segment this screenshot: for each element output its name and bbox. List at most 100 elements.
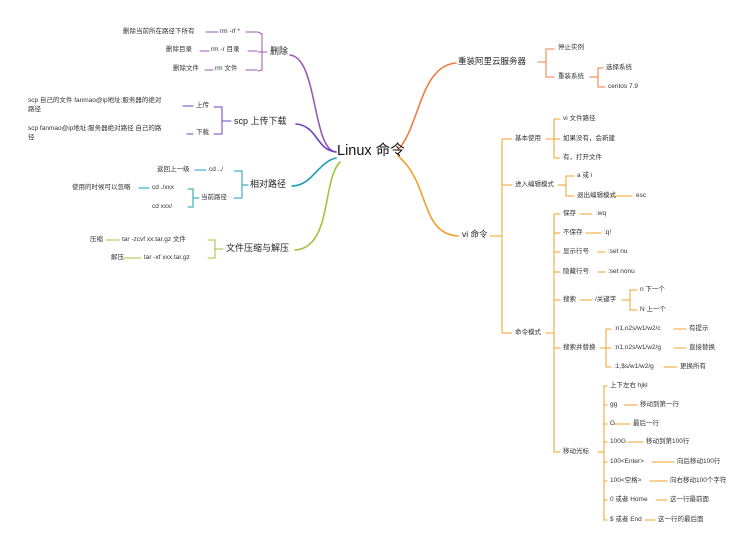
vi-cursor-key-3: G	[610, 420, 616, 427]
scp-bracket	[213, 106, 232, 135]
vi-replace: 搜索并替换	[563, 344, 596, 351]
vi-edit: 进入编辑模式	[515, 181, 554, 188]
root-node[interactable]: Linux 命令	[337, 143, 405, 159]
vi-cursor-note-4: 移动到第100行	[646, 438, 690, 445]
scp-download-label: 下载	[196, 129, 209, 136]
extract-cmd: tar -xf xxx.tar.gz	[144, 254, 190, 261]
curve-delete	[289, 54, 337, 153]
vi-replace-cmd-3: :1,$s/w1/w2/g	[614, 363, 654, 370]
scp-download-cmd-line1: scp fanmao@ip地址:服务器绝对路径 自己的路	[28, 125, 162, 132]
compress-desc: 压缩	[90, 236, 103, 243]
vi-cursor-note-7: 这一行最前面	[670, 496, 709, 503]
vi-edit-enter: a 或 i	[577, 172, 593, 179]
vi-replace-note-2: 直接替换	[689, 344, 715, 351]
reinstall-stop: 停止实例	[558, 44, 584, 51]
curve-vi	[397, 155, 459, 237]
delete-cmd-2: rm -r 目录	[211, 46, 240, 53]
vi-cursor-key-1: 上下左右 hjkl	[610, 382, 648, 389]
scp-upload-cmd-line1: scp 自己的文件 fanmao@ip地址:服务器的绝对	[28, 97, 162, 104]
delete-desc-3: 删除文件	[173, 65, 199, 72]
vi-cursor-key-5: 100<Enter>	[610, 458, 644, 465]
vi-cursor-note-8: 这一行的最后面	[658, 516, 704, 523]
vi-replace-note-3: 更换所有	[680, 363, 706, 370]
branch-relpath[interactable]: 相对路径	[250, 179, 287, 189]
branch-scp[interactable]: scp 上传下载	[234, 116, 287, 126]
relpath-up-desc: 返回上一级	[157, 166, 190, 173]
relpath-cur-cmd1: cd ./xxx	[152, 184, 175, 191]
vi-search: 搜索	[563, 296, 576, 303]
relpath-cur-cmd2: cd xxx/	[152, 203, 173, 210]
vi-replace-note-1: 有提示	[689, 325, 709, 332]
vi-cmdmode: 命令模式	[515, 329, 541, 336]
curve-reinstall	[397, 62, 457, 151]
vi-cmd-spine	[545, 213, 555, 453]
delete-desc-1: 删除当前所在路径下所有	[123, 28, 195, 35]
vi-edit-exit: 退出编辑模式	[577, 192, 616, 199]
vi-hidenu: 隐藏行号	[563, 268, 589, 275]
vi-cmd-leaf-lines	[579, 213, 606, 273]
delete-ticks	[257, 31, 263, 72]
curve-compress	[294, 161, 341, 251]
vi-save: 保存	[563, 210, 576, 217]
vi-replace-bracket	[599, 328, 612, 368]
vi-search-bracket	[579, 289, 638, 311]
relpath-bracket	[233, 170, 249, 199]
extract-desc: 解压	[111, 254, 124, 261]
compress-bracket	[207, 239, 224, 259]
vi-cursor-key-2: gg	[610, 401, 618, 408]
vi-cursor: 移动光标	[563, 448, 589, 455]
delete-leaf-lines	[199, 31, 219, 71]
vi-search-prev: N 上一个	[640, 306, 666, 313]
delete-desc-2: 删除目录	[166, 46, 192, 53]
vi-replace-note-lines	[663, 328, 687, 368]
reinstall-sub-bracket	[589, 67, 606, 88]
vi-ticks	[501, 138, 513, 334]
vi-cursor-spine	[597, 385, 605, 521]
relpath-cur-desc: 使用的时候可以忽略	[72, 184, 131, 191]
vi-basic-bracket	[545, 118, 561, 159]
vi-cursor-key-6: 100<空格>	[610, 477, 642, 484]
scp-upload-cmd-line2: 路径	[28, 106, 41, 113]
vi-search-cmd: /关键字	[595, 296, 617, 303]
vi-cursor-key-4: 100G	[610, 438, 626, 445]
vi-replace-cmd-2: :n1,n2s/w1/w2/g	[614, 344, 661, 351]
relpath-up-cmd: cd ../	[209, 166, 224, 173]
vi-cursor-key-8: $ 或者 End	[610, 516, 642, 523]
scp-leaf-lines	[182, 105, 194, 135]
vi-basic-2: 如果没有，会新建	[563, 135, 615, 142]
scp-upload-label: 上传	[196, 102, 209, 109]
vi-nosave-cmd: :q!	[604, 229, 612, 236]
branch-delete[interactable]: 删除	[270, 46, 289, 56]
vi-nosave: 不保存	[563, 229, 583, 236]
vi-cursor-note-5: 向后移动100行	[677, 458, 721, 465]
relpath-cur-bracket	[187, 188, 200, 208]
branch-reinstall[interactable]: 重装阿里云服务器	[458, 56, 527, 66]
curve-scp	[295, 123, 337, 153]
branch-compress[interactable]: 文件压缩与解压	[226, 243, 290, 253]
vi-search-next: n 下一个	[640, 286, 665, 293]
compress-cmd: tar -zcvf xx.tar.gz 文件	[122, 236, 186, 243]
vi-cursor-key-7: 0 或者 Home	[610, 496, 648, 503]
reinstall-choose: 选择系统	[606, 64, 632, 71]
vi-replace-cmd-1: :n1,n2s/w1/w2/c	[614, 325, 661, 332]
vi-basic-3: 有，打开文件	[563, 154, 602, 161]
scp-download-cmd-line2: 径	[28, 134, 35, 141]
vi-edit-bracket	[557, 175, 575, 197]
curve-relpath	[291, 157, 337, 187]
compress-leaf-lines	[105, 239, 142, 259]
vi-basic: 基本使用	[515, 135, 541, 142]
vi-shownu-cmd: :set nu	[608, 248, 628, 255]
delete-cmd-1: rm -rf *	[220, 28, 240, 35]
vi-cursor-note-lines	[614, 404, 675, 521]
reinstall-system: 重装系统	[558, 73, 584, 80]
relpath-cur-label: 当前路径	[201, 194, 227, 201]
delete-cmd-3: rm 文件	[215, 65, 238, 72]
vi-shownu: 显示行号	[563, 248, 589, 255]
vi-cursor-note-3: 最后一行	[633, 420, 659, 427]
reinstall-centos: centos 7.9	[608, 83, 638, 90]
vi-edit-exit-key: esc	[636, 192, 647, 199]
branch-vi[interactable]: vi 命令	[462, 229, 488, 239]
vi-cursor-note-2: 移动到第一行	[640, 401, 679, 408]
